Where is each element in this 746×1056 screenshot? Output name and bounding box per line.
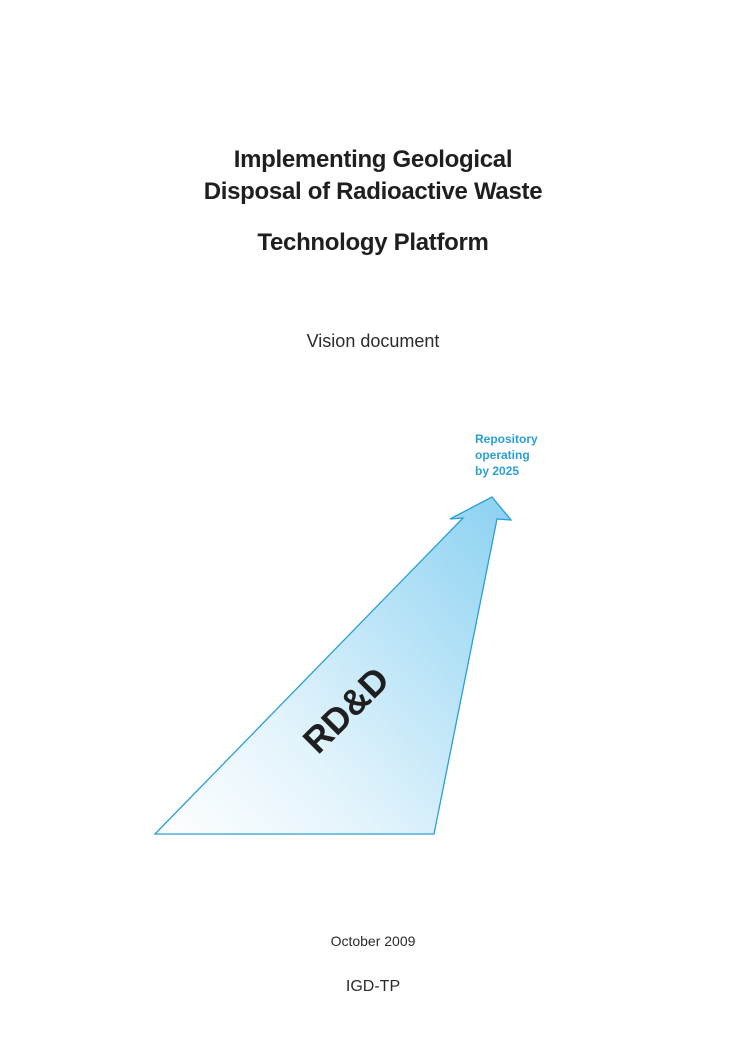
organization-name: IGD-TP: [345, 978, 401, 995]
title-line-2: Disposal of Radioactive Waste: [203, 178, 543, 205]
goal-line-1: Repository: [475, 432, 538, 446]
title-line-1: Implementing Geological: [233, 146, 513, 173]
publication-date: October 2009: [330, 933, 416, 949]
goal-label: Repository operating by 2025: [475, 431, 538, 479]
arrow-shape: [153, 496, 513, 835]
goal-line-2: operating: [475, 448, 530, 462]
goal-line-3: by 2025: [475, 464, 520, 478]
document-type: Vision document: [306, 331, 440, 351]
document-subtitle: Technology Platform: [257, 229, 489, 256]
document-title: Implementing Geological Disposal of Radi…: [0, 144, 746, 208]
